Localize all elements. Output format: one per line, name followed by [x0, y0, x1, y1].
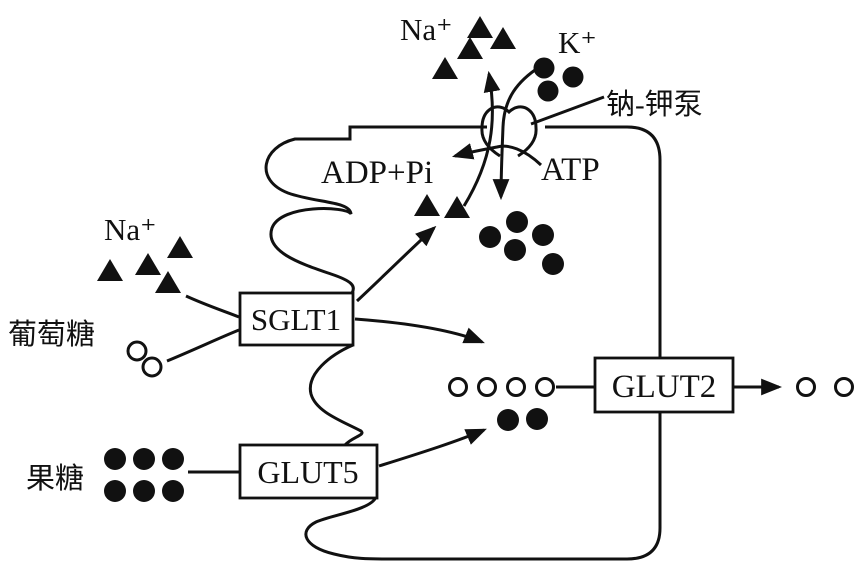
na-top-label: Na⁺ — [400, 12, 453, 47]
cell-membrane-outline — [264, 125, 662, 561]
na-to-sglt1-line — [185, 294, 240, 319]
atp-label: ATP — [541, 152, 600, 188]
fructose-circles-inside — [497, 408, 548, 431]
na-triangles-top-outside — [432, 16, 516, 79]
adp-pi-label: ADP+Pi — [321, 155, 433, 191]
k-top-label: K⁺ — [558, 25, 597, 60]
na-export-arrow — [462, 70, 501, 207]
atp-to-adp-arrow — [451, 143, 543, 167]
glut2-transporter: GLUT2 — [593, 356, 735, 414]
sglt1-to-na-arrow — [355, 225, 437, 303]
pump-label-leader-line — [530, 95, 605, 126]
glucose-to-sglt1-line — [166, 328, 240, 363]
k-import-arrow — [492, 68, 536, 201]
glut5-label: GLUT5 — [257, 454, 358, 490]
glut5-transporter: GLUT5 — [238, 443, 379, 500]
glucose-label: 葡萄糖 — [8, 318, 95, 351]
na-left-label: Na⁺ — [104, 212, 157, 247]
sglt1-transporter: SGLT1 — [238, 291, 355, 347]
k-circles-inside — [479, 211, 564, 275]
fructose-label: 果糖 — [26, 462, 84, 495]
glut2-label: GLUT2 — [612, 369, 716, 405]
fructose-circles-left-outside — [104, 448, 184, 502]
glucose-circles-right-outside — [796, 377, 854, 397]
na-triangles-inside — [414, 194, 470, 218]
glucose-circles-left-outside — [126, 340, 163, 378]
k-circles-top-outside — [533, 57, 584, 102]
sodium-potassium-pump-shape — [480, 105, 538, 158]
sglt1-label: SGLT1 — [251, 302, 341, 337]
glucose-circles-inside — [448, 377, 555, 397]
sodium-potassium-pump-label: 钠-钾泵 — [606, 88, 703, 121]
glut5-to-fructose-arrow — [378, 428, 487, 468]
sglt1-to-glucose-arrow — [354, 317, 485, 344]
na-triangles-left-outside — [97, 236, 193, 293]
